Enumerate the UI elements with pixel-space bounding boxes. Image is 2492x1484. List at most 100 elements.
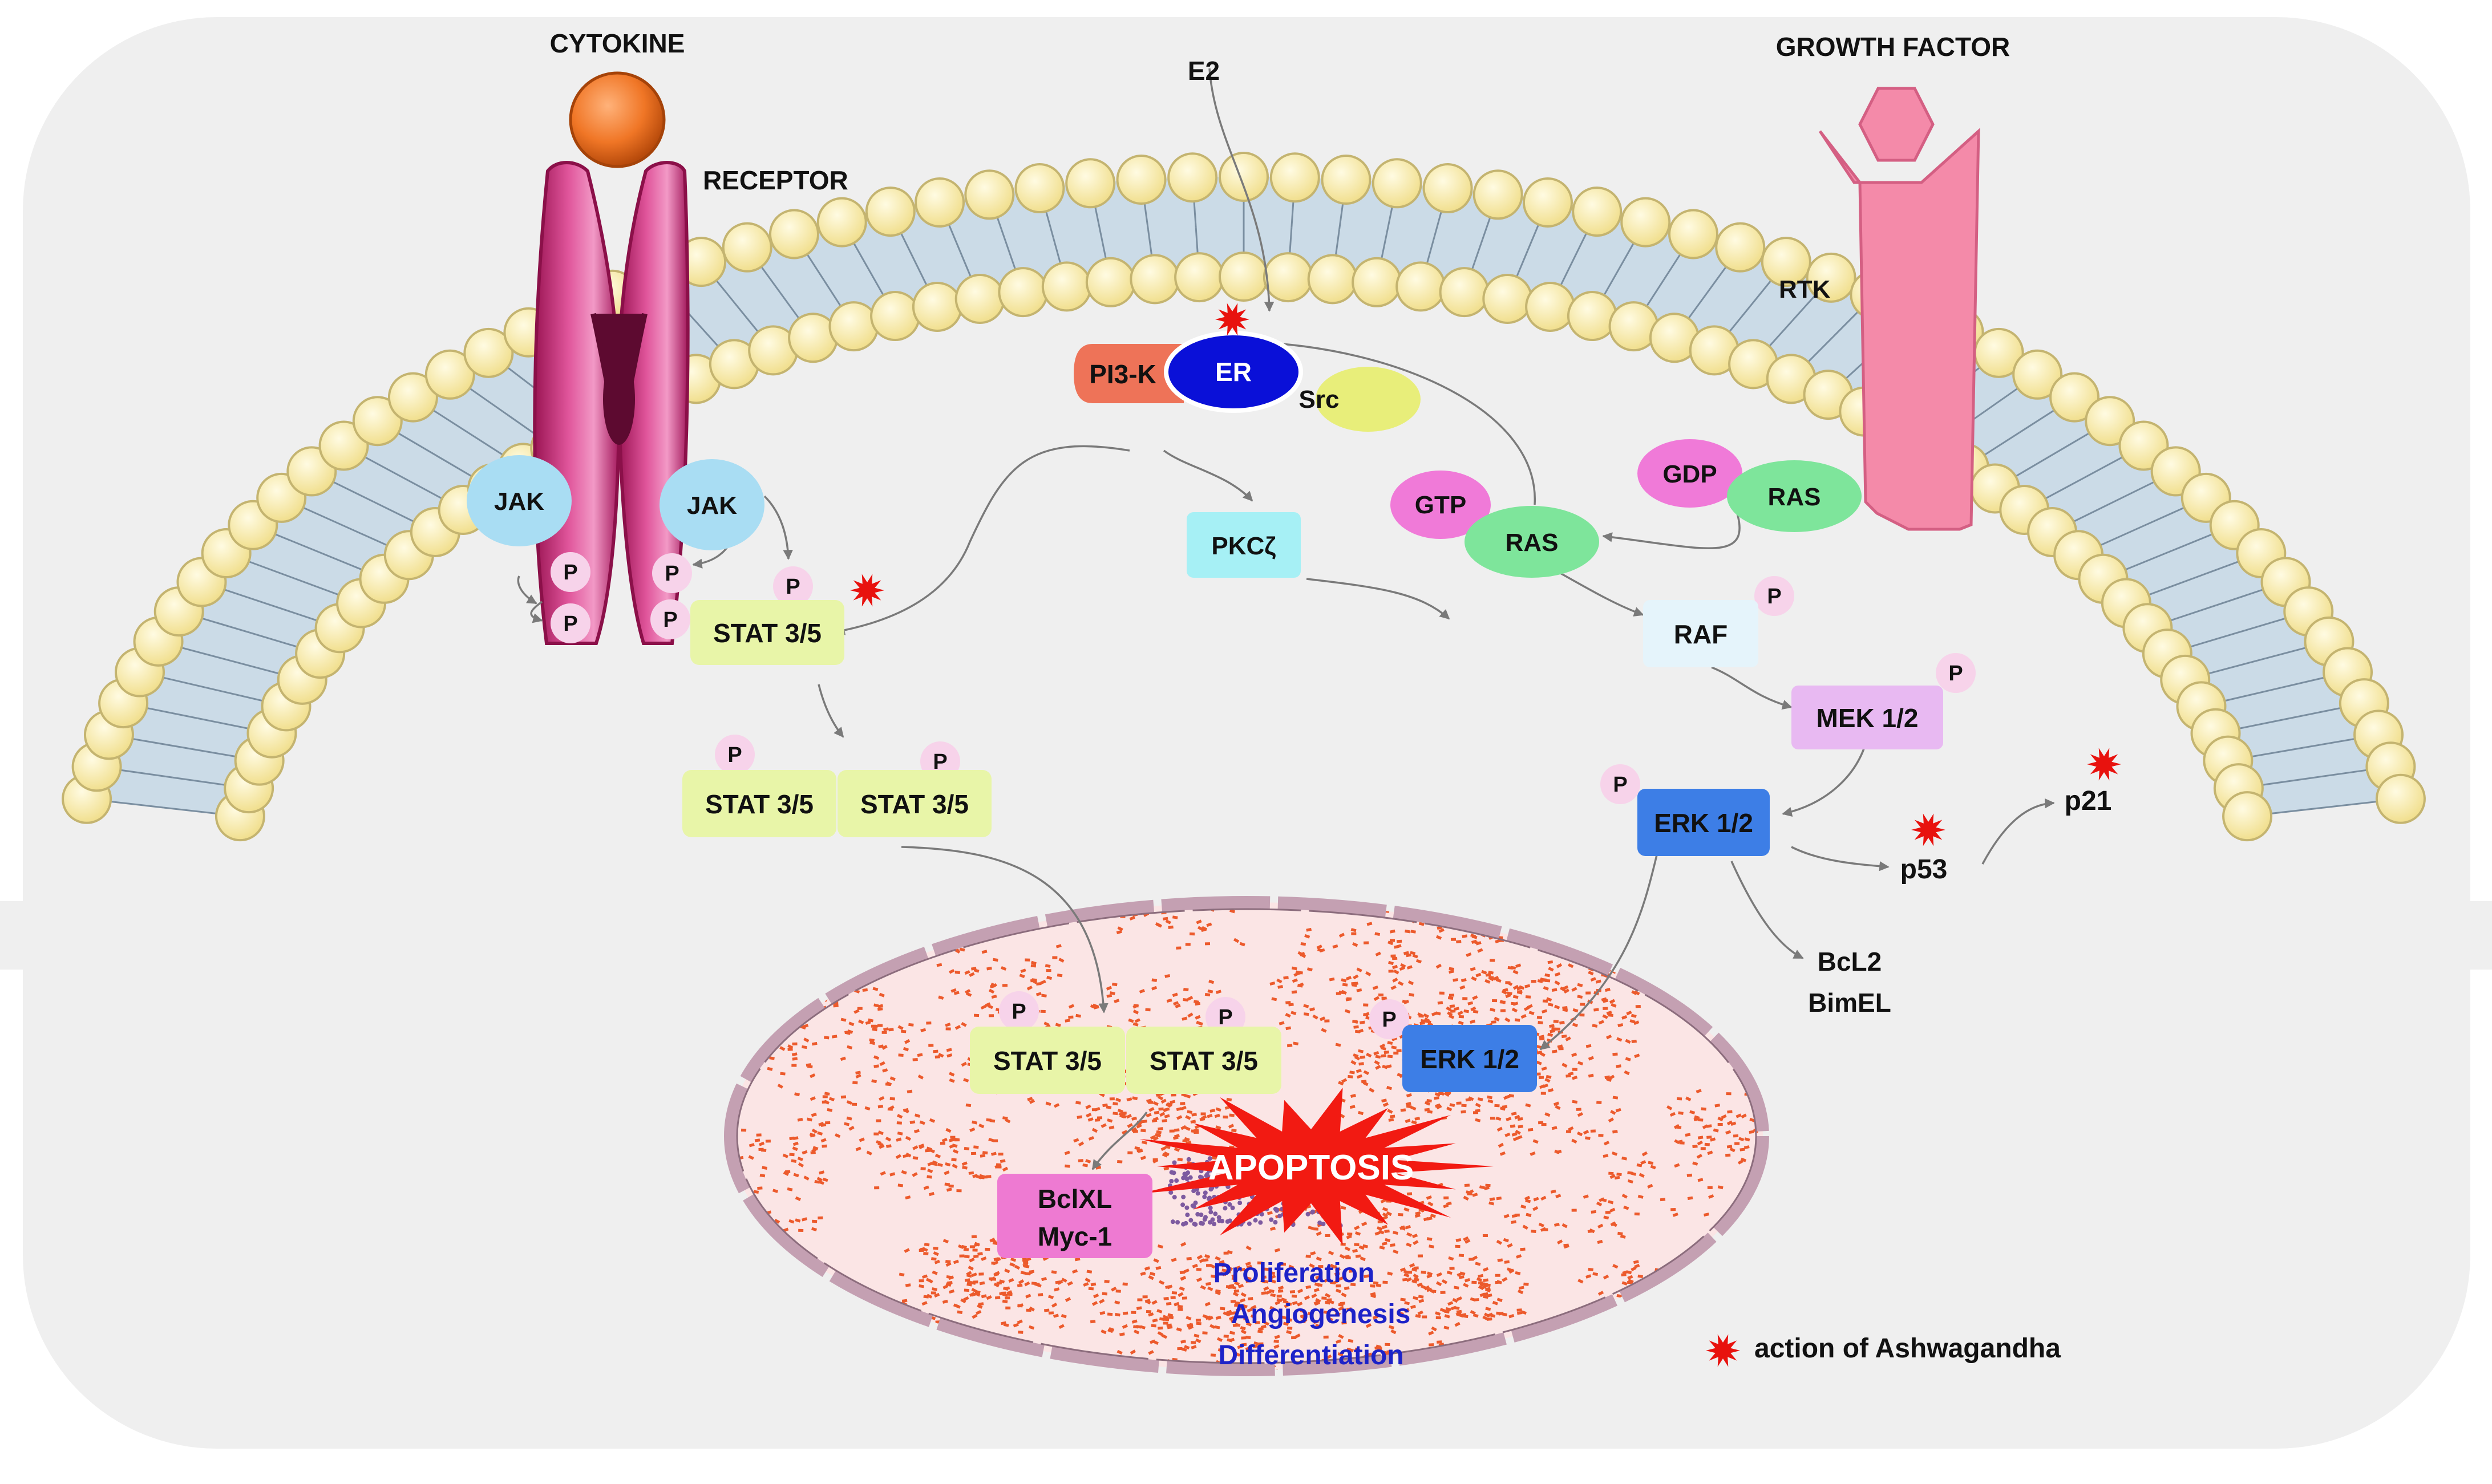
lipid-head <box>828 301 879 352</box>
svg-text:STAT 3/5: STAT 3/5 <box>993 1046 1102 1076</box>
svg-text:ER: ER <box>1215 357 1252 387</box>
lipid-head <box>768 209 819 260</box>
svg-text:P: P <box>1948 662 1963 686</box>
mek: MEK 1/2 <box>1791 686 1943 749</box>
bclxl-myc1: BclXL Myc-1 <box>997 1174 1152 1258</box>
cytokine-label: CYTOKINE <box>550 29 685 58</box>
erk-cytoplasm: ERK 1/2 <box>1637 789 1770 856</box>
ashwagandha-star-icon <box>2087 748 2121 781</box>
svg-text:RAS: RAS <box>1768 483 1821 511</box>
lipid-head <box>1263 252 1313 303</box>
ashwagandha-star-icon <box>850 574 884 607</box>
jak-right-label: JAK <box>687 492 737 520</box>
svg-text:PI3-K: PI3-K <box>1089 359 1156 389</box>
p21-label: p21 <box>2065 786 2112 816</box>
svg-text:Myc-1: Myc-1 <box>1038 1222 1112 1251</box>
svg-text:STAT 3/5: STAT 3/5 <box>713 618 822 648</box>
lipid-head <box>870 291 921 342</box>
svg-text:P: P <box>1382 1008 1396 1032</box>
lipid-head <box>1321 155 1372 205</box>
gdp <box>1637 439 1742 508</box>
lipid-head <box>915 177 965 228</box>
lipid-head <box>463 327 514 378</box>
svg-text:P: P <box>1613 773 1627 797</box>
svg-text:Differentiation: Differentiation <box>1218 1340 1403 1371</box>
lipid-head <box>865 186 916 237</box>
svg-text:RAF: RAF <box>1674 619 1728 649</box>
lipid-head <box>1395 261 1446 312</box>
svg-text:P: P <box>1012 1000 1026 1024</box>
legend-label: action of Ashwagandha <box>1754 1333 2061 1364</box>
lipid-head <box>1525 281 1576 332</box>
lipid-head <box>1041 261 1092 312</box>
ras-inactive <box>1727 460 1862 532</box>
lipid-head <box>318 420 369 471</box>
lipid-head <box>2012 349 2063 400</box>
lipid-head <box>1439 267 1490 318</box>
lipid-head <box>1174 252 1225 303</box>
lipid-head <box>1761 237 1811 287</box>
svg-text:Src: Src <box>1299 386 1340 413</box>
ashwagandha-star-icon <box>1911 813 1945 846</box>
lipid-head <box>912 281 962 332</box>
lipid-head <box>1307 254 1358 305</box>
lipid-head <box>1065 158 1116 209</box>
svg-text:STAT 3/5: STAT 3/5 <box>705 789 814 819</box>
svg-text:P: P <box>563 612 577 636</box>
svg-text:GTP: GTP <box>1415 491 1466 519</box>
pi3k-er-src-complex: PI3-K Src ER <box>1074 331 1421 432</box>
lipid-head <box>424 349 475 400</box>
lipid-head <box>1219 152 1269 202</box>
jak-left <box>467 455 572 546</box>
svg-text:BclXL: BclXL <box>1038 1184 1112 1214</box>
e2-label: E2 <box>1188 56 1220 86</box>
svg-text:ERK 1/2: ERK 1/2 <box>1654 808 1753 838</box>
lipid-head <box>816 197 867 248</box>
p53-label: p53 <box>1900 854 1948 885</box>
gtp <box>1390 471 1491 539</box>
cytokine-receptor <box>533 161 690 645</box>
jak-left-label: JAK <box>494 488 544 516</box>
growth-factor-ligand <box>1858 87 1935 162</box>
cytokine-ligand <box>569 71 666 168</box>
pathway-arrows <box>517 68 2055 1170</box>
ashwagandha-star-icon <box>1706 1334 1740 1367</box>
svg-text:P: P <box>563 561 577 585</box>
lipid-head <box>964 169 1015 220</box>
lipid-head <box>1472 169 1523 220</box>
bimel-label: BimEL <box>1808 988 1891 1017</box>
lipid-head <box>1567 291 1617 342</box>
svg-text:RAS: RAS <box>1506 529 1559 557</box>
svg-text:P: P <box>663 608 677 632</box>
lipid-head <box>1668 209 1719 260</box>
svg-text:P: P <box>727 743 742 767</box>
svg-text:P: P <box>665 562 679 586</box>
svg-text:P: P <box>1218 1005 1232 1029</box>
lipid-head <box>1572 186 1623 237</box>
lipid-head <box>1116 155 1167 205</box>
lipid-head <box>1620 197 1671 248</box>
raf: RAF <box>1643 600 1758 667</box>
lipid-head <box>387 372 438 423</box>
svg-text:P: P <box>1767 585 1781 609</box>
svg-text:P: P <box>786 575 800 599</box>
stat-dimer-cytoplasm: STAT 3/5 STAT 3/5 <box>682 770 992 837</box>
lipid-head <box>1806 252 1856 303</box>
jak-right <box>660 459 764 550</box>
receptor-label: RECEPTOR <box>703 165 848 195</box>
lipid-head <box>1482 274 1533 325</box>
stat-membrane: STAT 3/5 <box>690 600 844 665</box>
lipid-head <box>1130 254 1180 305</box>
lipid-head <box>1167 152 1218 203</box>
stat-dimer-nucleus: STAT 3/5 STAT 3/5 <box>970 1027 1281 1094</box>
svg-text:STAT 3/5: STAT 3/5 <box>1150 1046 1258 1076</box>
ashwagandha-star-icon <box>1215 303 1249 336</box>
lipid-head <box>2375 773 2426 824</box>
lipid-head <box>2049 372 2100 423</box>
lipid-head <box>1715 222 1766 273</box>
lipid-head <box>954 274 1005 325</box>
growth-factor-label: GROWTH FACTOR <box>1776 32 2010 62</box>
lipid-head <box>1219 252 1269 302</box>
